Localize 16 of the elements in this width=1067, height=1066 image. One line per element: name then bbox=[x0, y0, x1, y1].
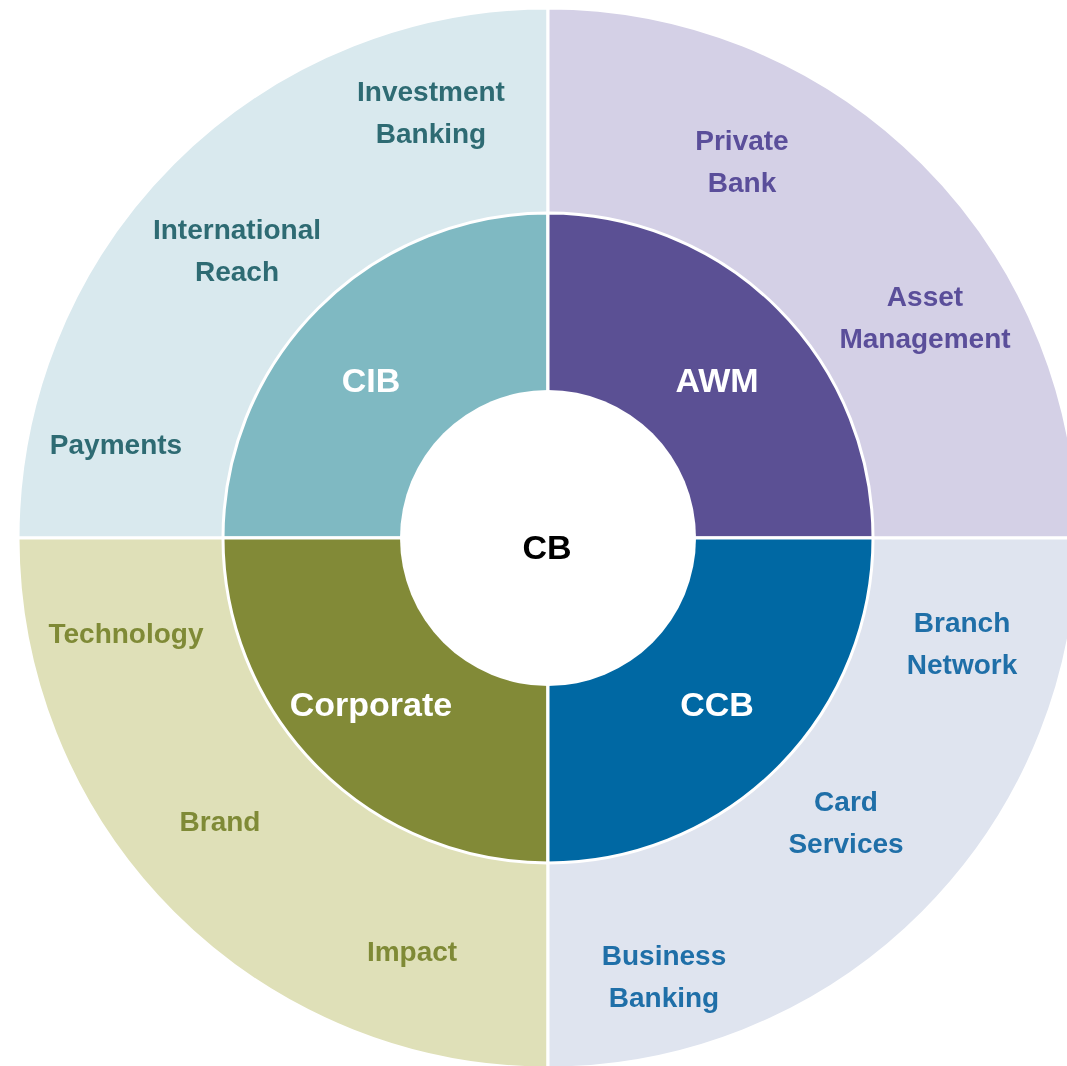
segment-label: CIB bbox=[340, 359, 402, 401]
segment-label: Payments bbox=[48, 428, 184, 462]
segment-label: Corporate bbox=[288, 683, 454, 725]
segment-label: CB bbox=[521, 526, 573, 568]
segment-label: CCB bbox=[679, 683, 755, 725]
segment-label: Asset Management bbox=[838, 280, 1012, 356]
segment-label: AWM bbox=[674, 359, 760, 401]
segment-label: Impact bbox=[365, 935, 459, 969]
segment-label: Private Bank bbox=[694, 124, 790, 200]
segment-label: Investment Banking bbox=[356, 75, 506, 151]
segment-label: Brand bbox=[178, 805, 262, 839]
segment-label: Card Services bbox=[787, 785, 905, 861]
segment-label: International Reach bbox=[152, 213, 322, 289]
segment-label: Business Banking bbox=[600, 939, 728, 1015]
segment-label: Technology bbox=[47, 617, 205, 651]
segment-label: Branch Network bbox=[905, 606, 1019, 682]
